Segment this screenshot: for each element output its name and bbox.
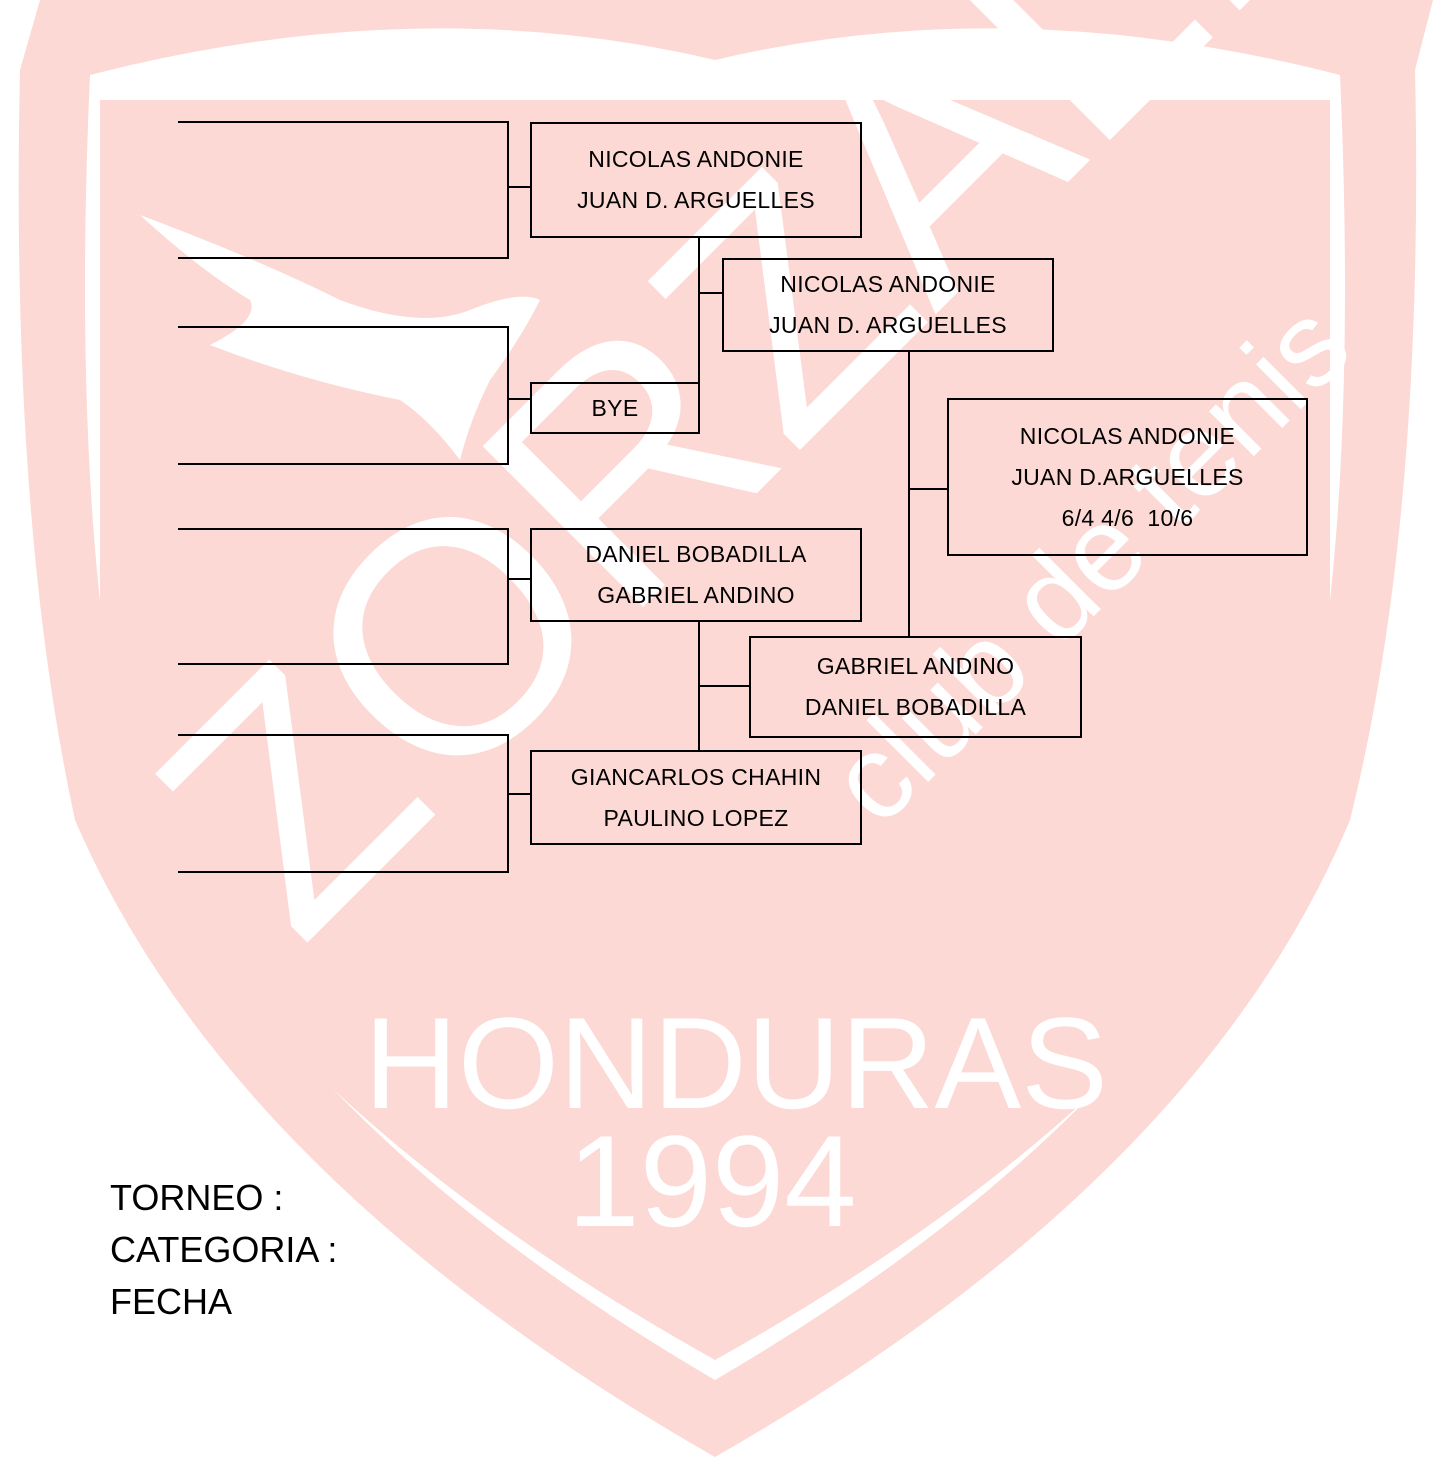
- bracket-connector: [908, 351, 910, 637]
- bracket-slot-line: [178, 528, 508, 530]
- bracket-connector: [507, 578, 532, 580]
- bracket-connector: [507, 326, 509, 465]
- bye-label: BYE: [591, 394, 639, 421]
- match-box-semi-top: NICOLAS ANDONIE JUAN D. ARGUELLES: [722, 258, 1054, 352]
- match-box-round1-bottom: GIANCARLOS CHAHIN PAULINO LOPEZ: [530, 750, 862, 845]
- bracket-slot-line: [178, 121, 508, 123]
- fecha-label: FECHA: [110, 1281, 233, 1322]
- player-name: GABRIEL ANDINO: [816, 653, 1015, 679]
- match-box-bye: BYE: [530, 382, 700, 434]
- champion-name: NICOLAS ANDONIE: [1019, 422, 1236, 449]
- champion-name: JUAN D.ARGUELLES: [1011, 463, 1244, 490]
- match-box-final: NICOLAS ANDONIE JUAN D.ARGUELLES 6/4 4/6…: [947, 398, 1308, 556]
- player-name: NICOLAS ANDONIE: [780, 271, 996, 297]
- torneo-label: TORNEO :: [110, 1177, 284, 1218]
- bracket-slot-line: [178, 326, 508, 328]
- match-box-semi-bottom: GABRIEL ANDINO DANIEL BOBADILLA: [749, 636, 1082, 738]
- bracket-connector: [507, 734, 509, 873]
- watermark-year: 1994: [567, 1108, 856, 1254]
- bracket-slot-line: [178, 871, 508, 873]
- categoria-label: CATEGORIA :: [110, 1229, 338, 1270]
- bracket-connector: [507, 398, 532, 400]
- bracket-slot-line: [178, 663, 508, 665]
- player-name: PAULINO LOPEZ: [603, 804, 789, 831]
- bracket-slot-line: [178, 463, 508, 465]
- bracket-connector: [908, 488, 949, 490]
- bracket-connector: [507, 793, 532, 795]
- match-box-round1-top: NICOLAS ANDONIE JUAN D. ARGUELLES: [530, 122, 862, 238]
- tournament-info: TORNEO : CATEGORIA : FECHA: [110, 1172, 337, 1328]
- bracket-connector: [507, 121, 509, 259]
- bracket-connector: [698, 236, 700, 384]
- bracket-connector: [698, 292, 724, 294]
- player-name: GIANCARLOS CHAHIN: [570, 763, 822, 790]
- shield-center: [100, 100, 1330, 1360]
- final-score: 6/4 4/6 10/6: [1061, 504, 1194, 531]
- watermark-country: HONDURAS: [364, 990, 1108, 1136]
- bracket-connector: [507, 528, 509, 665]
- player-name: GABRIEL ANDINO: [597, 582, 795, 608]
- player-name: JUAN D. ARGUELLES: [769, 312, 1007, 338]
- bracket-slot-line: [178, 734, 508, 736]
- player-name: NICOLAS ANDONIE: [588, 146, 804, 172]
- bird-icon: [140, 215, 540, 460]
- player-name: JUAN D. ARGUELLES: [577, 187, 815, 213]
- bracket-connector: [507, 186, 532, 188]
- player-name: DANIEL BOBADILLA: [804, 694, 1027, 720]
- player-name: DANIEL BOBADILLA: [585, 541, 807, 567]
- bracket-slot-line: [178, 257, 508, 259]
- bracket-connector: [698, 685, 751, 687]
- match-box-round1-mid: DANIEL BOBADILLA GABRIEL ANDINO: [530, 528, 862, 622]
